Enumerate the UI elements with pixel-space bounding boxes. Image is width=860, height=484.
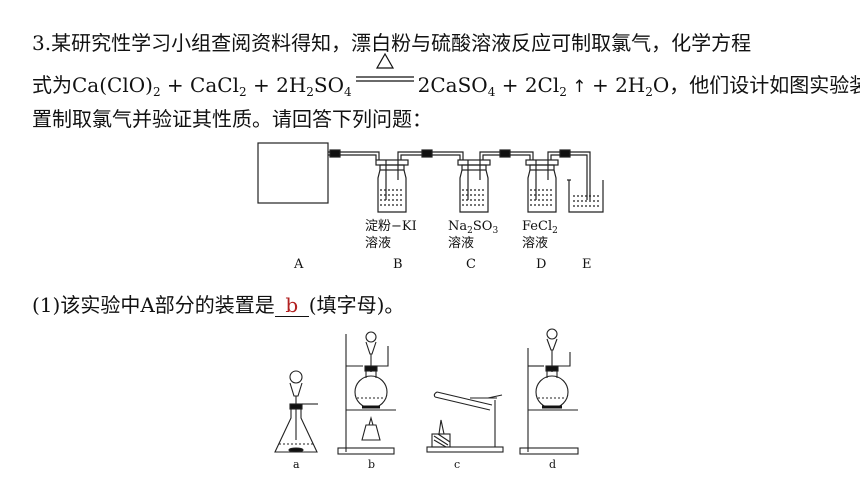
- option-a-apparatus: [274, 370, 318, 453]
- option-c-apparatus: [426, 391, 504, 453]
- label-a: A: [293, 257, 304, 272]
- reagent-b-line2: 溶液: [365, 236, 391, 251]
- gas-arrow-icon: ↑: [566, 77, 592, 97]
- reagent-c-line2: 溶液: [448, 236, 474, 251]
- bottle-c: [457, 159, 491, 213]
- question-line-3: 置制取氯气并验证其性质。请回答下列问题：: [32, 107, 432, 131]
- beaker-e: [567, 179, 604, 213]
- bottle-b: [375, 159, 409, 213]
- option-b-label: b: [368, 458, 375, 471]
- option-a-label: a: [293, 458, 300, 471]
- label-e: E: [582, 257, 592, 272]
- question-line-1: 3.某研究性学习小组查阅资料得知，漂白粉与硫酸溶液反应可制取氯气，化学方程: [32, 28, 751, 58]
- label-c: C: [466, 257, 476, 272]
- option-c-label: c: [454, 458, 460, 471]
- reagent-d-line2: 溶液: [522, 236, 548, 251]
- label-d: D: [536, 257, 546, 272]
- label-b: B: [393, 257, 403, 272]
- answer-blank[interactable]: b: [274, 294, 309, 317]
- reagent-d-line1: FeCl2: [522, 219, 558, 236]
- heating-condition-icon: [354, 52, 416, 96]
- option-b-apparatus: [337, 331, 396, 455]
- option-d-apparatus: [519, 328, 579, 455]
- question-intro: 3.某研究性学习小组查阅资料得知，漂白粉与硫酸溶液反应可制取氯气，化学方程: [32, 31, 752, 55]
- bottle-d: [525, 159, 559, 213]
- reagent-b-line1: 淀粉−KI: [365, 219, 417, 234]
- apparatus-a-box: [257, 142, 329, 204]
- option-d-label: d: [549, 458, 556, 471]
- reagent-c-line1: Na2SO3: [448, 219, 498, 236]
